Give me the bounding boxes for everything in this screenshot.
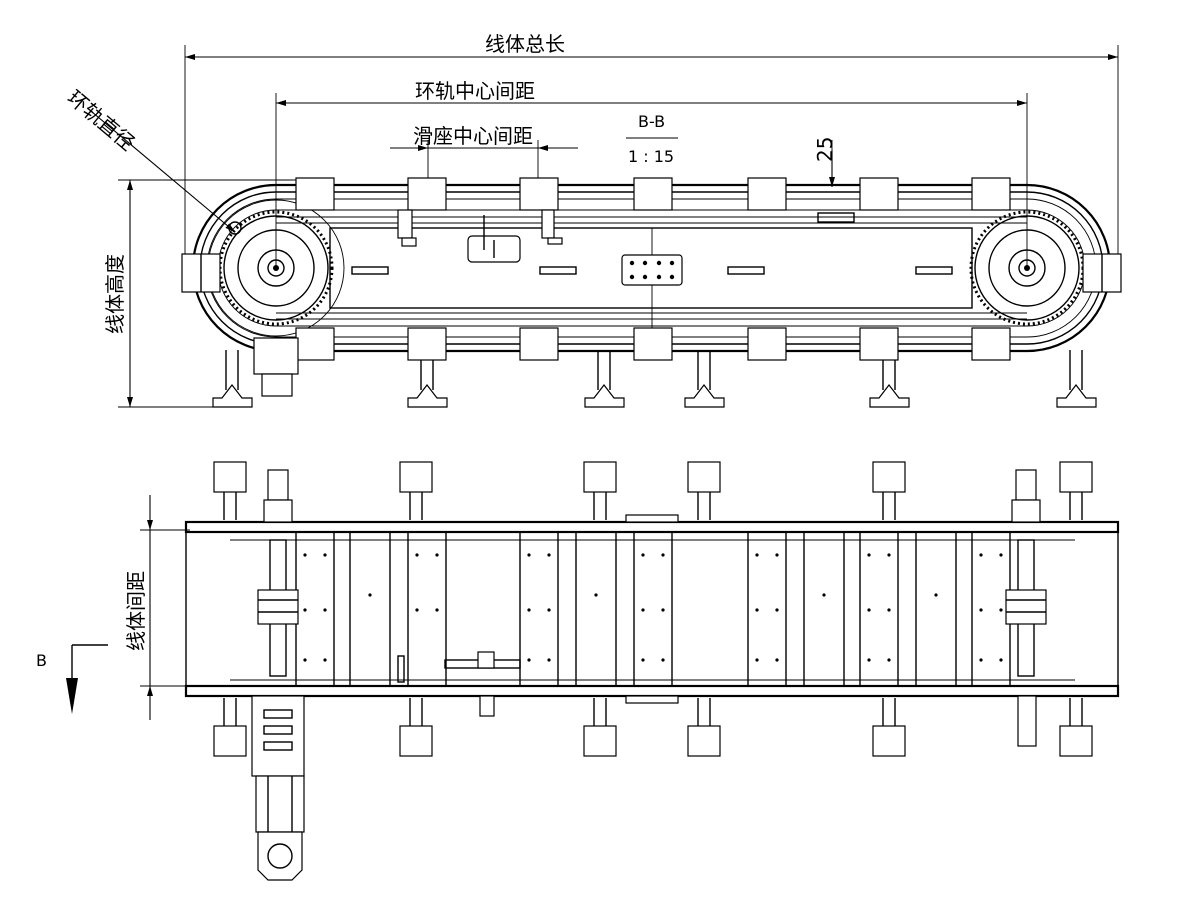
bottom-carriages: [295, 327, 1011, 361]
dimension-line-spacing: 线体间距: [124, 495, 190, 720]
plan-view: [184, 461, 1120, 881]
plate-holes: [303, 553, 1003, 662]
left-drive-shaft: [257, 469, 299, 677]
section-label-bb: B-B 1 : 15: [626, 112, 678, 166]
cross-plates: [295, 531, 1011, 687]
dimension-loop-diameter: 环轨直径: [63, 85, 236, 233]
top-carriages: [295, 177, 1011, 211]
view-marker-label: B: [36, 651, 47, 670]
section-scale: 1 : 15: [628, 147, 674, 166]
foot-plates-top: [213, 461, 1093, 493]
leg-connectors: [223, 492, 1083, 726]
offset-value: 25: [813, 137, 837, 162]
top-center-clamp: [625, 514, 679, 523]
sensor-rail: [397, 651, 521, 717]
frame-slots: [351, 212, 953, 275]
motor-assembly: [251, 695, 305, 881]
total-length-label: 线体总长: [485, 32, 565, 56]
clamp-fixtures: [397, 209, 563, 247]
side-view: [181, 177, 1122, 408]
support-legs-side: [212, 350, 1097, 408]
sensor-bracket: [467, 215, 521, 263]
section-title: B-B: [638, 112, 665, 131]
drive-motor: [253, 337, 299, 397]
right-drive-shaft: [1005, 469, 1047, 747]
dimension-offset-25: 25: [813, 137, 837, 187]
end-brackets: [181, 253, 1122, 293]
line-height-label: 线体高度: [103, 254, 127, 334]
dimension-slider-center-distance: 滑座中心间距: [390, 124, 578, 180]
bottom-center-clamp: [625, 695, 679, 704]
dimension-loop-center-distance: 环轨中心间距: [275, 79, 1028, 268]
view-marker-b: B: [36, 644, 108, 714]
foot-plates-bottom: [213, 725, 1093, 757]
loop-center-distance-label: 环轨中心间距: [415, 79, 535, 103]
center-mounting-plate: [621, 254, 683, 286]
slider-center-distance-label: 滑座中心间距: [413, 124, 533, 148]
line-spacing-label: 线体间距: [124, 571, 148, 651]
dimension-line-height: 线体高度: [103, 179, 300, 408]
loop-diameter-label: 环轨直径: [63, 85, 140, 155]
dimension-total-length: 线体总长: [184, 32, 1119, 290]
